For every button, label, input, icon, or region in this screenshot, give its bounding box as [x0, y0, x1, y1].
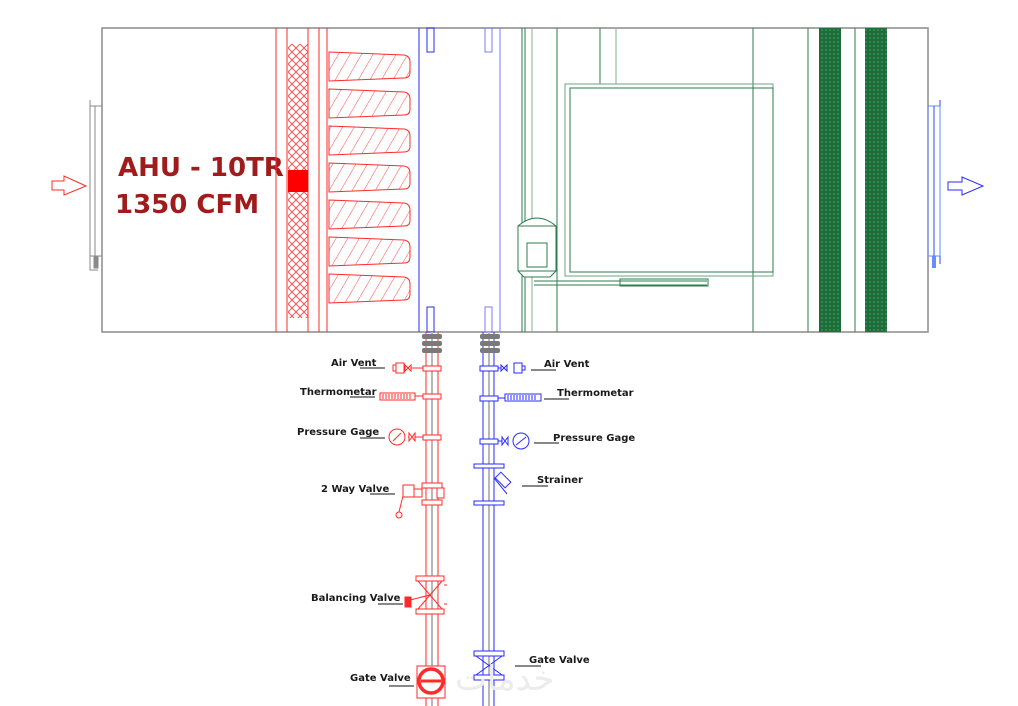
- coil-fin: [328, 51, 411, 82]
- coil-fin: [328, 162, 411, 193]
- inlet-damper: [89, 100, 103, 271]
- label-supply-balancing-valve: Balancing Valve: [311, 593, 401, 604]
- label-return-gate-valve: Gate Valve: [529, 655, 590, 666]
- supply-two-way-valve-icon: [395, 482, 445, 519]
- unit-title-line2: 1350 CFM: [115, 190, 259, 220]
- return-pressure-gage-icon: [479, 432, 530, 450]
- fan-motor: [517, 217, 557, 278]
- label-return-strainer: Strainer: [537, 475, 583, 486]
- coil-fin: [328, 273, 411, 304]
- coil-fin: [328, 125, 411, 156]
- inlet-arrow-icon: [51, 175, 88, 196]
- supply-balancing-valve-icon: [404, 575, 447, 615]
- return-pipe: [482, 332, 495, 706]
- label-supply-pressure-gage: Pressure Gage: [297, 427, 379, 438]
- final-filter: [807, 28, 887, 332]
- cooling-coil: [328, 51, 411, 304]
- supply-thermometer-icon: [379, 392, 442, 401]
- return-gate-valve-icon: [473, 650, 505, 681]
- supply-pipe: [425, 332, 439, 706]
- ahu-casing: [101, 27, 929, 333]
- label-supply-two-way-valve: 2 Way Valve: [321, 484, 389, 495]
- label-return-pressure-gage: Pressure Gage: [553, 433, 635, 444]
- coil-fin: [328, 236, 411, 267]
- supply-pressure-gage-icon: [388, 428, 442, 446]
- return-flex-connector: [480, 334, 500, 353]
- return-strainer-icon: [473, 463, 512, 506]
- outlet-damper: [927, 100, 941, 268]
- outlet-arrow-icon: [947, 176, 985, 196]
- label-supply-thermometer: Thermometar: [300, 387, 377, 398]
- coil-fin: [328, 88, 411, 119]
- supply-labels: Air Vent Thermometar Pressure Gage 2 Way…: [297, 358, 414, 687]
- return-thermometer-icon: [479, 393, 542, 402]
- coil-fin: [328, 199, 411, 230]
- fan-section: [521, 28, 774, 332]
- unit-title-line1: AHU - 10TR: [118, 153, 284, 183]
- supply-air-vent-icon: [392, 362, 442, 374]
- label-return-thermometer: Thermometar: [557, 388, 634, 399]
- filter-marker: [288, 170, 308, 192]
- return-labels: Air Vent Thermometar Pressure Gage Strai…: [515, 359, 635, 667]
- supply-flex-connector: [422, 334, 442, 353]
- return-air-vent-icon: [479, 362, 526, 374]
- supply-gate-valve-icon: [416, 665, 446, 699]
- label-supply-air-vent: Air Vent: [331, 358, 377, 369]
- label-return-air-vent: Air Vent: [544, 359, 590, 370]
- label-supply-gate-valve: Gate Valve: [350, 673, 411, 684]
